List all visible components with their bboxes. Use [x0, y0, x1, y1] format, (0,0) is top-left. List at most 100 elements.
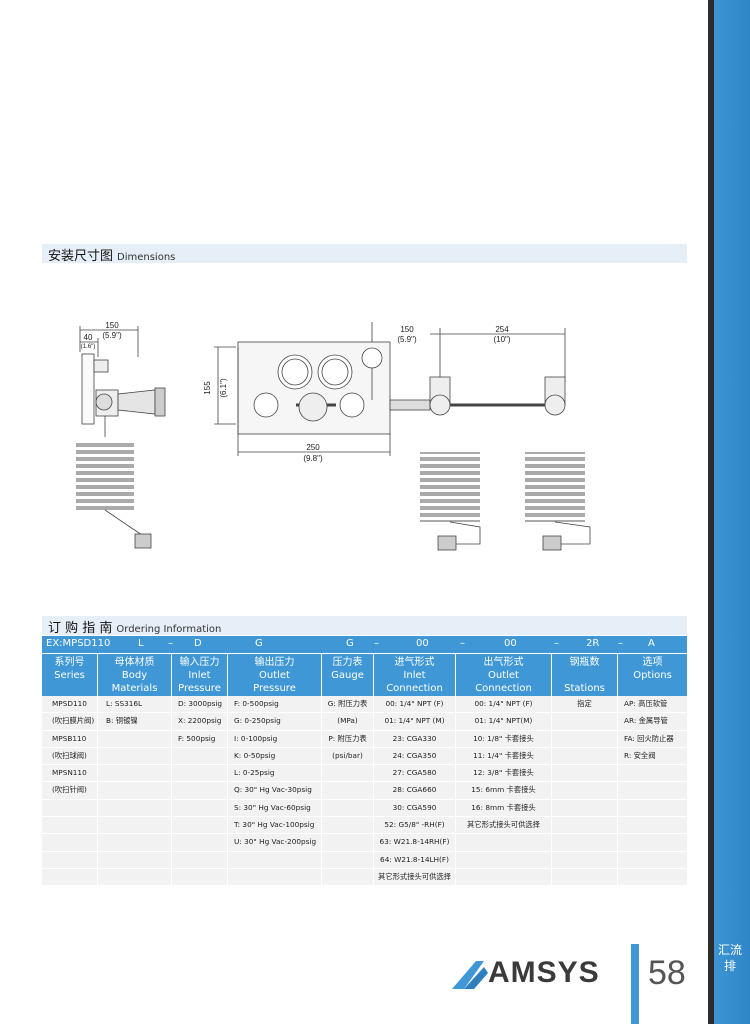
table-cell: 30: CGA590 — [374, 800, 455, 818]
table-cell: 24: CGA350 — [374, 748, 455, 766]
side-view — [76, 326, 166, 549]
table-cell — [456, 834, 551, 852]
table-cell: G: 附压力表 — [322, 696, 373, 714]
table-cell: (吹扫球阀) — [42, 748, 97, 766]
column-series: MPSD110(吹扫膜片阀)MPSB110(吹扫球阀)MPSN110(吹扫针阀) — [42, 696, 98, 887]
ordering-table: EX:MPSD110 L – D G G – 00 – 00 – 2R – A … — [42, 636, 687, 887]
table-cell: F: 500psig — [172, 731, 227, 748]
table-cell: L: SS316L — [98, 696, 171, 714]
table-cell: 63: W21.8-14RH(F) — [374, 834, 455, 852]
column-gauge: G: 附压力表(MPa)P: 附压力表(psi/bar) — [322, 696, 374, 887]
table-cell — [552, 782, 617, 800]
dim-150-side-inch: (5.9") — [102, 331, 122, 340]
table-cell: B: 铜镀镍 — [98, 713, 171, 731]
table-cell: 23: CGA330 — [374, 731, 455, 748]
column-inlet-connection: 00: 1/4" NPT (F)01: 1/4" NPT (M)23: CGA3… — [374, 696, 456, 887]
table-cell: AP: 高压软管 — [618, 696, 687, 714]
table-cell — [42, 852, 97, 869]
dimensions-title-en: Dimensions — [117, 252, 176, 263]
table-cell — [322, 817, 373, 835]
table-cell: 01: 1/4" NPT(M) — [456, 713, 551, 731]
table-cell: F: 0-500psig — [228, 696, 321, 714]
table-cell: T: 30" Hg Vac-100psig — [228, 817, 321, 835]
ordering-title-zh: 订 购 指 南 — [48, 621, 113, 636]
table-cell: 10: 1/8" 卡套接头 — [456, 731, 551, 748]
table-cell: R: 安全阀 — [618, 748, 687, 766]
example-part: 00 — [504, 638, 517, 649]
table-cell — [172, 834, 227, 852]
table-cell — [552, 713, 617, 731]
table-cell — [98, 731, 171, 748]
table-cell — [618, 834, 687, 852]
dim-40: 40 — [84, 333, 93, 342]
dim-254-inch: (10") — [493, 335, 510, 344]
table-cell — [98, 869, 171, 887]
table-cell — [172, 748, 227, 766]
example-part: – — [460, 638, 465, 649]
page-number: 58 — [648, 954, 686, 992]
dim-250: 250 — [306, 443, 320, 452]
table-cell: 52: G5/8" -RH(F) — [374, 817, 455, 835]
dim-250-inch: (9.8") — [303, 454, 323, 463]
example-part: – — [554, 638, 559, 649]
table-cell: 16: 8mm 卡套接头 — [456, 800, 551, 818]
table-cell — [618, 869, 687, 887]
side-tab-label: 汇流排 — [717, 943, 742, 973]
column-outlet-connection: 00: 1/4" NPT (F)01: 1/4" NPT(M)10: 1/8" … — [456, 696, 552, 887]
column-stations: 指定 — [552, 696, 618, 887]
dim-40-inch: (1.6") — [81, 344, 95, 350]
example-part: – — [618, 638, 623, 649]
table-cell — [42, 800, 97, 818]
table-cell: MPSB110 — [42, 731, 97, 748]
dim-150-front: 150 — [400, 325, 414, 334]
table-cell — [552, 800, 617, 818]
table-cell: 15: 6mm 卡套接头 — [456, 782, 551, 800]
table-cell — [98, 765, 171, 783]
table-cell: K: 0-50psig — [228, 748, 321, 766]
table-cell: U: 30" Hg Vac-200psig — [228, 834, 321, 852]
dim-150-front-inch: (5.9") — [397, 335, 417, 344]
example-part: L — [138, 638, 144, 649]
dim-254: 254 — [495, 325, 509, 334]
table-cell — [618, 817, 687, 835]
table-cell — [172, 800, 227, 818]
table-cell — [322, 800, 373, 818]
table-cell — [42, 834, 97, 852]
table-cell: X: 2200psig — [172, 713, 227, 731]
dim-150-side: 150 — [105, 321, 119, 330]
table-cell — [98, 748, 171, 766]
table-cell — [322, 852, 373, 869]
table-cell — [552, 834, 617, 852]
amsys-logo-mark — [452, 961, 488, 989]
table-cell: MPSD110 — [42, 696, 97, 714]
table-cell: MPSN110 — [42, 765, 97, 783]
table-cell — [228, 869, 321, 887]
front-panel-view — [214, 322, 431, 456]
footer-divider — [631, 944, 639, 1024]
table-cell — [552, 765, 617, 783]
table-cell: I: 0-100psig — [228, 731, 321, 748]
table-cell: 27: CGA580 — [374, 765, 455, 783]
ordering-title-en: Ordering Information — [116, 624, 222, 635]
dim-155-inch: (6.1") — [219, 378, 228, 398]
table-cell — [98, 817, 171, 835]
dim-155: 155 — [203, 381, 212, 395]
table-cell — [456, 869, 551, 887]
table-cell — [618, 782, 687, 800]
table-cell: P: 附压力表 — [322, 731, 373, 748]
table-cell — [618, 800, 687, 818]
example-part: A — [648, 638, 655, 649]
table-body: MPSD110(吹扫膜片阀)MPSB110(吹扫球阀)MPSN110(吹扫针阀)… — [42, 696, 687, 887]
table-cell — [552, 869, 617, 887]
table-cell — [552, 731, 617, 748]
manifold-view — [420, 328, 591, 551]
table-cell — [228, 852, 321, 869]
table-cell: L: 0-25psig — [228, 765, 321, 783]
